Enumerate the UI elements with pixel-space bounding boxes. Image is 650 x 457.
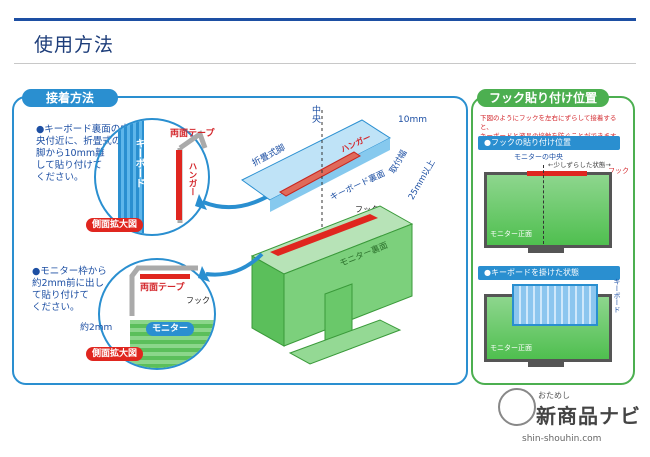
step2-line: て貼り付けて	[32, 290, 90, 301]
step2-line: ●モニター枠から	[32, 266, 107, 277]
hook-strip	[270, 214, 378, 256]
double-tape-label-2: 両面テープ	[140, 283, 185, 293]
monitor-base	[288, 319, 402, 365]
section1-title: ●フックの貼り付け位置	[478, 136, 620, 150]
ten-mm-label: 10mm	[398, 115, 427, 125]
step1-line: 脚から10mm離	[36, 148, 105, 159]
monitor-back-diagram	[250, 205, 414, 365]
step2-line: 約2mm前に出し	[32, 278, 105, 289]
step1-line: ください。	[36, 172, 84, 183]
step1-line: 央付近に、折畳式の	[36, 136, 122, 147]
mascot-logo-icon	[498, 388, 536, 426]
hanger-profile-svg	[176, 130, 208, 223]
arrow-icon	[198, 252, 264, 282]
keyboard-diagram	[512, 284, 598, 326]
arrow-icon	[195, 193, 271, 210]
monitor-stand	[528, 359, 564, 367]
side-zoom-keyboard-diagram	[94, 118, 210, 236]
description-line: 下図のようにフックを左右にずらして接着すると、	[480, 114, 617, 131]
step1-instructions: ●キーボード裏面の中 央付近に、折畳式の 脚から10mm離 して貼り付けて くだ…	[36, 124, 130, 184]
hook-label: フック	[608, 167, 629, 175]
side-zoom-label-2: 側面拡大図	[86, 347, 144, 361]
step2-instructions: ●モニター枠から 約2mm前に出し て貼り付けて ください。	[32, 266, 107, 314]
monitor-side	[251, 255, 285, 347]
keyboard-vertical-label: キーボード	[613, 278, 621, 313]
approx-2mm-label: 約2mm	[80, 323, 113, 333]
keyboard-label: キーボード	[133, 138, 144, 188]
monitor-center-label: モニターの中央	[514, 153, 563, 161]
brand-name: 新商品ナビ	[536, 404, 641, 428]
monitor-stand	[528, 245, 564, 253]
double-tape-strip	[176, 150, 182, 220]
step1-line: ●キーボード裏面の中	[36, 124, 130, 135]
double-tape-label-1: 両面テープ	[170, 129, 215, 139]
brand-url: shin-shouhin.com	[522, 434, 602, 444]
header-accent-line	[14, 18, 636, 21]
hook-profile-svg	[129, 265, 198, 316]
monitor-front-label-2: モニター正面	[490, 344, 532, 352]
hook-shape	[129, 265, 198, 316]
brand-prefix: おためし	[538, 391, 570, 400]
hook-position-tag: フック貼り付け位置	[477, 89, 609, 107]
hook-strip	[527, 171, 587, 176]
header-divider	[14, 63, 636, 64]
monitor-label: モニター	[146, 322, 195, 336]
hook-bottom-label: フック	[186, 296, 210, 305]
section2-title: ●キーボードを掛けた状態	[478, 266, 620, 280]
monitor-front-label-1: モニター正面	[490, 230, 532, 238]
shifted-label: ←少しずらした状態→	[548, 161, 611, 169]
hanger-mount	[279, 151, 361, 197]
keyboard-cross-section	[118, 120, 144, 234]
header	[0, 0, 650, 58]
side-zoom-monitor-diagram	[98, 258, 216, 370]
hanger-label-vertical: ハンガー	[187, 162, 197, 196]
step1-line: して貼り付けて	[36, 160, 103, 171]
center-label: 中央	[310, 105, 320, 123]
step2-line: ください。	[32, 302, 80, 313]
hook-top-label: フック	[355, 205, 379, 214]
side-zoom-label-1: 側面拡大図	[86, 218, 144, 232]
center-line	[543, 165, 545, 249]
page-title: 使用方法	[34, 34, 115, 56]
double-tape-strip	[140, 274, 190, 279]
keyboard-back-diagram	[241, 110, 391, 228]
attach-method-tag: 接着方法	[22, 89, 118, 107]
